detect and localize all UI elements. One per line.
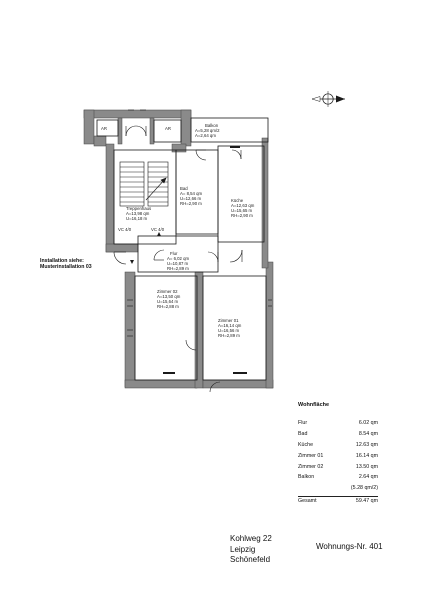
room-kueche-perimeter: U=15,65 m bbox=[231, 208, 253, 213]
area-row: Zimmer 01 16.14 qm bbox=[298, 453, 378, 464]
room-zimmer01-height: RH=2,89 m bbox=[218, 333, 240, 338]
room-zimmer01-name: Zimmer 01 bbox=[218, 318, 239, 323]
room-balkon-area2: A=2,64 qm bbox=[195, 133, 216, 138]
area-row-label bbox=[298, 485, 337, 496]
area-row-label: Gesamt bbox=[298, 496, 337, 510]
area-row-value: (5.28 qm/2) bbox=[350, 485, 378, 492]
room-balkon-name: Balkon bbox=[205, 123, 219, 128]
area-row: Bad 8.54 qm bbox=[298, 431, 378, 442]
area-row-label: Zimmer 02 bbox=[298, 463, 324, 470]
area-row-value: 12.63 qm bbox=[355, 441, 378, 448]
area-row: Zimmer 02 13.50 qm bbox=[298, 464, 378, 475]
area-row-label: Bad bbox=[298, 430, 308, 437]
area-row: Küche 12.63 qm bbox=[298, 442, 378, 453]
area-row-value: 13.50 qm bbox=[355, 463, 378, 470]
area-row-value: 8.54 qm bbox=[358, 430, 378, 437]
unit-number: Wohnungs-Nr. 401 bbox=[316, 542, 383, 551]
area-row-label: Zimmer 01 bbox=[298, 452, 324, 459]
room-flur-area: A= 6,02 qm bbox=[167, 256, 190, 261]
address-city: Leipzig bbox=[230, 544, 256, 554]
address-block: Kohlweg 22 Leipzig Schönefeld bbox=[230, 534, 272, 566]
room-balkon-area: A=5,28 qm/2 bbox=[195, 128, 220, 133]
vc-label-2: VC 4/0 bbox=[151, 227, 165, 232]
doors bbox=[113, 125, 243, 393]
area-row-value: 16.14 qm bbox=[355, 452, 378, 459]
ar-label-1: AR bbox=[101, 126, 107, 131]
windows bbox=[127, 109, 272, 337]
vc-label-1: VC 4/0 bbox=[118, 227, 132, 232]
area-summary-title: Wohnfläche bbox=[298, 402, 330, 408]
exterior-walls bbox=[83, 109, 274, 389]
area-row-label: Küche bbox=[298, 441, 314, 448]
room-treppenhaus-perimeter: U=16,18 m bbox=[126, 216, 148, 221]
installation-note-line2: Musterinstallation 03 bbox=[40, 264, 92, 270]
room-bad-perimeter: U=12,66 m bbox=[180, 196, 202, 201]
room-flur-perimeter: U=10,87 m bbox=[167, 261, 189, 266]
area-row: Balkon 2.64 qm bbox=[298, 474, 378, 485]
room-kueche-name: Küche bbox=[231, 198, 244, 203]
room-treppenhaus-area: A=13,98 qm bbox=[126, 211, 150, 216]
installation-note-line1: Installation siehe: bbox=[40, 258, 84, 264]
room-zimmer01-area: A=16,14 qm bbox=[218, 323, 242, 328]
ar-label-2: AR bbox=[165, 126, 171, 131]
area-summary-table: Flur 6.02 qm Bad 8.54 qm Küche 12.63 qm Zimmer… bbox=[298, 420, 378, 510]
area-row-value: 59.47 qm bbox=[336, 496, 378, 510]
address-street: Kohlweg 22 bbox=[230, 534, 272, 543]
area-row-label: Balkon bbox=[298, 474, 315, 481]
installation-note: Installation siehe: Musterinstallation 0… bbox=[40, 258, 92, 270]
area-row: (5.28 qm/2) bbox=[298, 485, 378, 496]
room-bad-height: RH=2,90 m bbox=[180, 201, 202, 206]
room-bad-area: A= 8,54 qm bbox=[180, 191, 203, 196]
room-kueche-height: RH=2,90 m bbox=[231, 213, 253, 218]
area-row-label: Flur bbox=[298, 420, 308, 426]
address-district: Schönefeld bbox=[230, 555, 271, 564]
room-zimmer02-name: Zimmer 02 bbox=[157, 289, 178, 294]
area-row: Flur 6.02 qm bbox=[298, 420, 378, 431]
room-kueche-area: A=12,63 qm bbox=[231, 203, 255, 208]
room-zimmer01-perimeter: U=16,56 m bbox=[218, 328, 240, 333]
room-zimmer02-perimeter: U=15,64 m bbox=[157, 299, 179, 304]
room-flur-name: Flur bbox=[170, 251, 178, 256]
room-treppenhaus-name: Treppenhaus bbox=[126, 206, 151, 211]
area-row-value: 2.64 qm bbox=[358, 474, 378, 481]
staircase bbox=[119, 161, 169, 207]
room-bad-name: Bad bbox=[180, 186, 188, 191]
radiators bbox=[130, 146, 247, 374]
room-flur-height: RH=2,89 m bbox=[167, 266, 189, 271]
compass-icon bbox=[311, 91, 345, 107]
room-labels: AR AR Balkon A=5,28 qm/2 A=2,64 qm Trepp… bbox=[101, 123, 255, 338]
room-zimmer02-height: RH=2,88 m bbox=[157, 304, 179, 309]
area-row-value: 6.02 qm bbox=[358, 420, 378, 426]
room-zimmer02-area: A=13,50 qm bbox=[157, 294, 181, 299]
